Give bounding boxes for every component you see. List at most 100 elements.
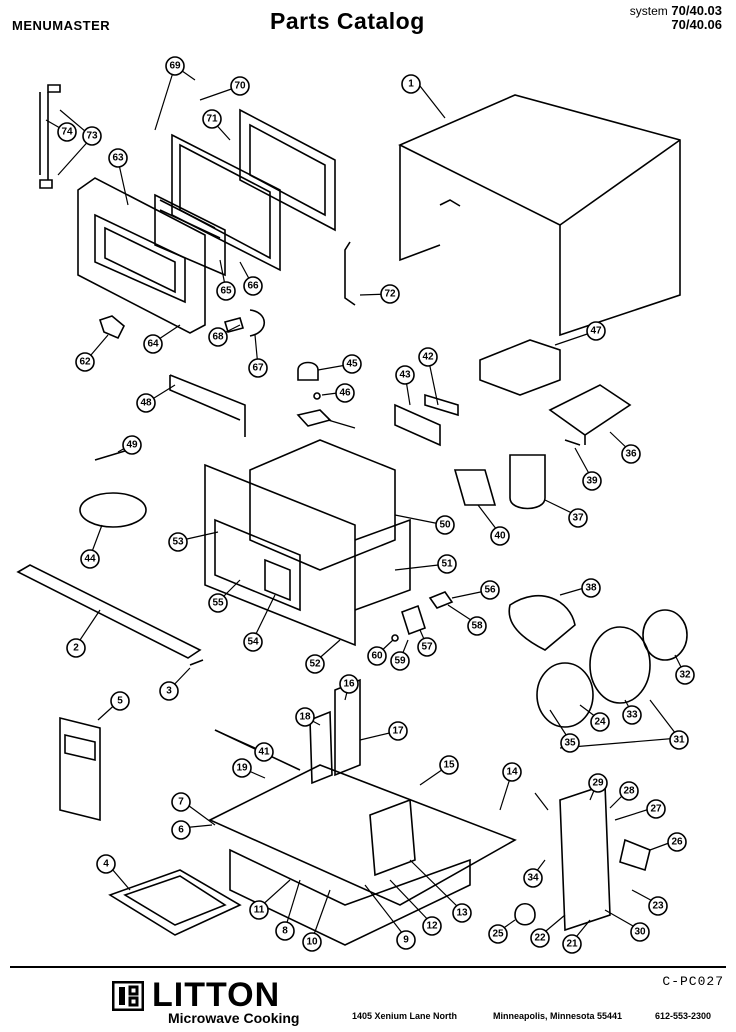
hinge-bracket-part xyxy=(223,317,245,333)
callout-7: 7 xyxy=(171,792,191,812)
callout-label: 8 xyxy=(282,926,288,937)
callout-label: 56 xyxy=(484,585,496,596)
callout-31: 31 xyxy=(669,730,689,750)
logo-wordmark: LITTON xyxy=(152,976,281,1014)
interlock-switch-part xyxy=(401,604,426,636)
callout-72: 72 xyxy=(380,284,400,304)
callout-29: 29 xyxy=(588,773,608,793)
callout-label: 52 xyxy=(309,659,321,670)
callout-label: 59 xyxy=(394,656,406,667)
stirrer-part xyxy=(79,492,147,528)
callout-label: 27 xyxy=(650,804,662,815)
callout-label: 30 xyxy=(634,927,646,938)
callout-label: 63 xyxy=(112,153,124,164)
fan-duct-part xyxy=(508,594,576,651)
callout-label: 16 xyxy=(343,679,355,690)
callout-label: 67 xyxy=(252,363,264,374)
callout-label: 60 xyxy=(371,651,383,662)
callout-70: 70 xyxy=(230,76,250,96)
callout-10: 10 xyxy=(302,932,322,952)
leader-lines xyxy=(45,65,686,943)
callout-label: 4 xyxy=(103,859,109,870)
callout-49: 49 xyxy=(122,435,142,455)
callout-44: 44 xyxy=(80,549,100,569)
callout-label: 5 xyxy=(117,696,123,707)
callout-22: 22 xyxy=(530,928,550,948)
callout-11: 11 xyxy=(249,900,269,920)
callout-label: 71 xyxy=(206,114,218,125)
callout-label: 45 xyxy=(346,359,358,370)
callout-label: 42 xyxy=(422,352,434,363)
callout-47: 47 xyxy=(586,321,606,341)
callout-label: 62 xyxy=(79,357,91,368)
callout-32: 32 xyxy=(675,665,695,685)
callout-label: 3 xyxy=(166,686,172,697)
door-latch-part xyxy=(98,315,125,340)
callout-30: 30 xyxy=(630,922,650,942)
air-filter-part xyxy=(108,869,242,936)
latch-rod-part xyxy=(344,241,356,306)
callout-46: 46 xyxy=(335,383,355,403)
callout-37: 37 xyxy=(568,508,588,528)
callout-label: 66 xyxy=(247,281,259,292)
callout-label: 10 xyxy=(306,937,318,948)
callout-48: 48 xyxy=(136,393,156,413)
callout-19: 19 xyxy=(232,758,252,778)
callout-67: 67 xyxy=(248,358,268,378)
callout-label: 48 xyxy=(140,398,152,409)
callout-68: 68 xyxy=(208,327,228,347)
callout-label: 19 xyxy=(236,763,248,774)
mounting-plate-part xyxy=(296,409,332,427)
callout-43: 43 xyxy=(395,365,415,385)
callout-41: 41 xyxy=(254,742,274,762)
callout-label: 6 xyxy=(178,825,184,836)
system-line-1: 70/40.03 xyxy=(671,3,722,18)
callout-label: 50 xyxy=(439,520,451,531)
callout-53: 53 xyxy=(168,532,188,552)
air-guide-part xyxy=(548,384,632,445)
footer-divider xyxy=(10,966,726,968)
callout-34: 34 xyxy=(523,868,543,888)
callout-40: 40 xyxy=(490,526,510,546)
circuit-board-part xyxy=(559,783,611,932)
callout-label: 28 xyxy=(623,786,635,797)
relay-part xyxy=(619,838,651,872)
lamp-part xyxy=(514,902,536,926)
system-block: system 70/40.03 70/40.06 xyxy=(630,4,722,32)
callout-59: 59 xyxy=(390,651,410,671)
callout-14: 14 xyxy=(502,762,522,782)
callout-label: 23 xyxy=(652,901,664,912)
callout-42: 42 xyxy=(418,347,438,367)
callout-label: 64 xyxy=(147,339,159,350)
callout-56: 56 xyxy=(480,580,500,600)
callout-label: 68 xyxy=(212,332,224,343)
callout-label: 29 xyxy=(592,778,604,789)
callout-21: 21 xyxy=(562,934,582,954)
callout-36: 36 xyxy=(621,444,641,464)
rail-strip-part xyxy=(16,564,202,659)
switch-part xyxy=(428,591,454,609)
callout-label: 25 xyxy=(492,929,504,940)
callout-58: 58 xyxy=(467,616,487,636)
callout-12: 12 xyxy=(422,916,442,936)
callout-6: 6 xyxy=(171,820,191,840)
callout-label: 44 xyxy=(84,554,96,565)
gasket-part xyxy=(424,393,459,417)
fan-motor-part xyxy=(642,609,688,661)
callout-label: 17 xyxy=(392,726,404,737)
callout-label: 24 xyxy=(594,717,606,728)
callout-label: 33 xyxy=(626,710,638,721)
callout-label: 40 xyxy=(494,531,506,542)
brand-label: MENUMASTER xyxy=(12,18,111,33)
callout-label: 57 xyxy=(421,642,433,653)
callout-label: 72 xyxy=(384,289,396,300)
callout-23: 23 xyxy=(648,896,668,916)
top-bracket-part xyxy=(169,374,246,437)
litton-logo: LITTON Microwave Cooking xyxy=(112,976,312,1028)
callout-label: 65 xyxy=(220,286,232,297)
callout-label: 9 xyxy=(403,935,409,946)
address-city: Minneapolis, Minnesota 55441 xyxy=(493,1011,623,1021)
address-phone: 612-553-2300 xyxy=(655,1011,712,1021)
callout-60: 60 xyxy=(367,646,387,666)
